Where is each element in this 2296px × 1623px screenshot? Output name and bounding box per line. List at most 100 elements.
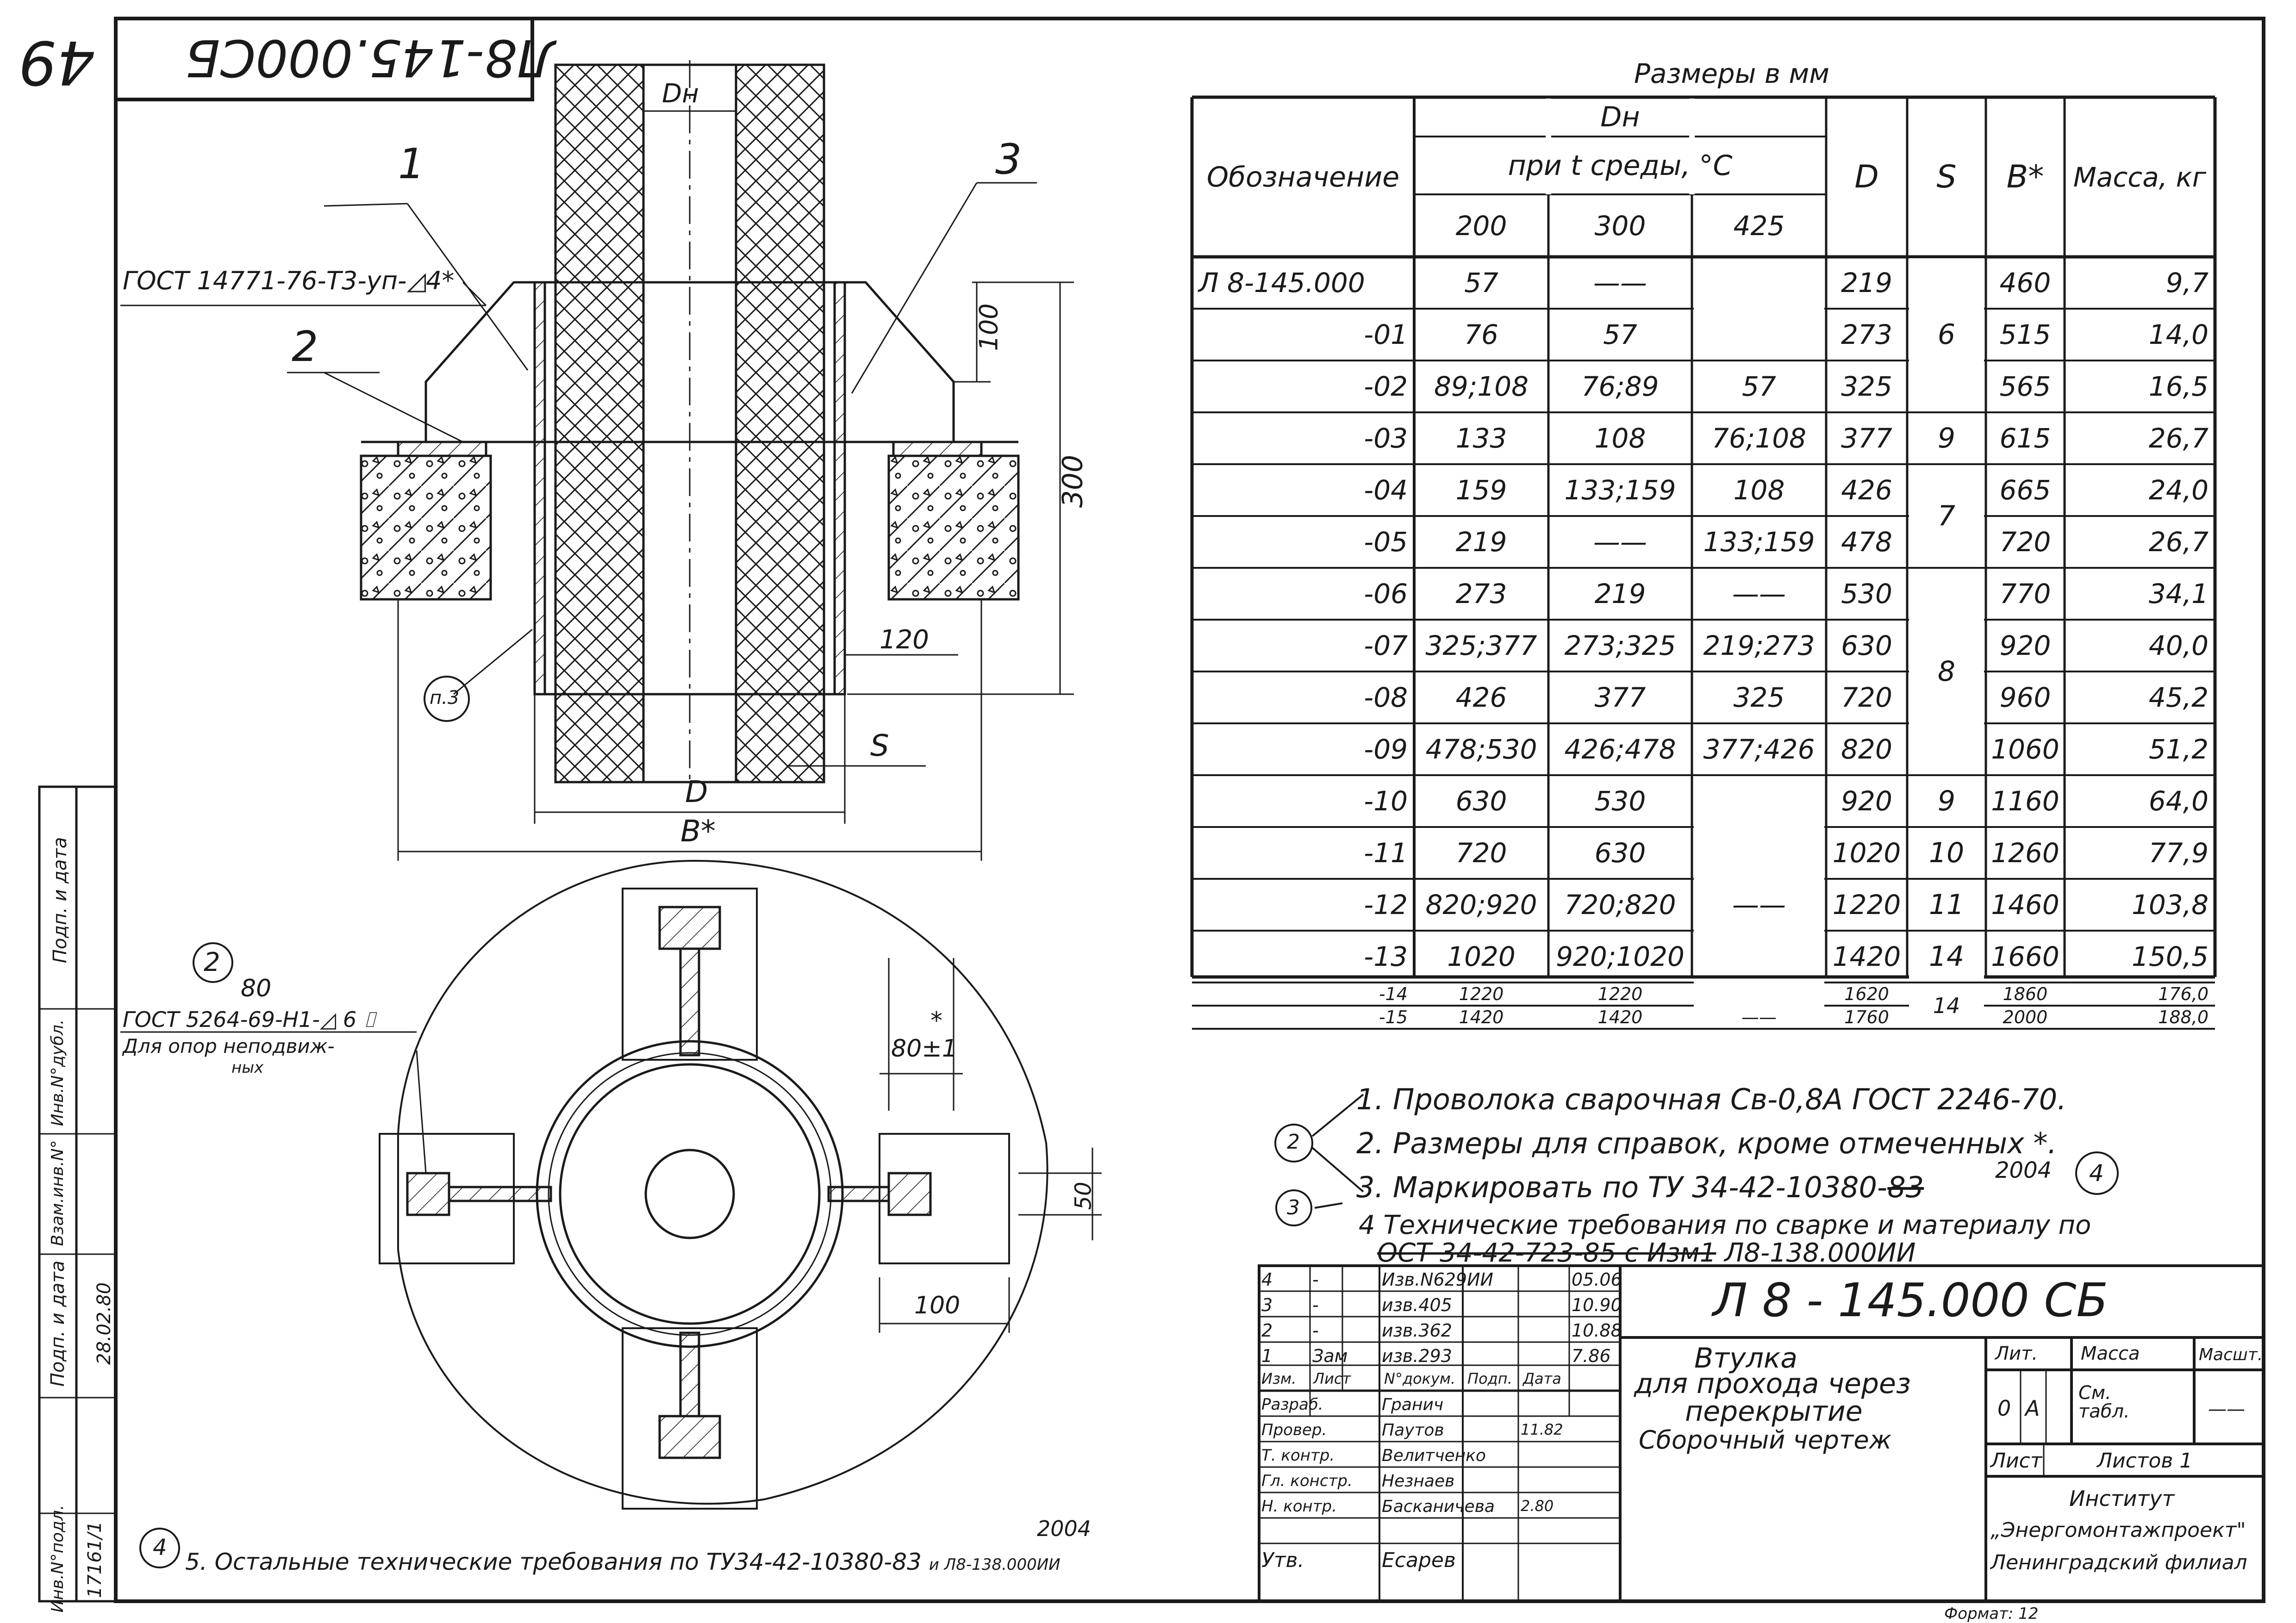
dn425-merge-mask	[1694, 877, 1824, 881]
org-line-1: Институт	[2069, 1486, 2175, 1511]
stamp-field-2: Инв.N°дубл.	[48, 1019, 67, 1126]
org-line-3: Ленинградский филиал	[1990, 1551, 2247, 1574]
s-merge-mask	[1909, 258, 1984, 411]
person-name: Есарев	[1382, 1548, 1456, 1572]
row-dn-200: 219	[1455, 526, 1507, 558]
row-dn-200: 1220	[1459, 984, 1504, 1004]
lit-header: Лит.	[1995, 1343, 2038, 1364]
note-5-year: 2004	[1037, 1516, 1092, 1541]
row-dn-300: 133;159	[1564, 474, 1676, 506]
person-date: 2.80	[1521, 1497, 1554, 1515]
row-mass: 34,1	[2148, 578, 2209, 609]
row-dn-425: 57	[1742, 371, 1776, 402]
note-4b-struck: ОСТ 34-42-723-85 с Изм1	[1377, 1238, 1716, 1268]
change-c: -	[1312, 1320, 1319, 1341]
note-circle-4: 4	[2089, 1160, 2104, 1187]
hdr-list: Лист	[1313, 1370, 1351, 1387]
row-b: 720	[1999, 526, 2051, 558]
s-group-value: 6	[1937, 318, 1956, 351]
row-dn-425: 108	[1733, 474, 1785, 506]
hdr-t200: 200	[1455, 210, 1507, 242]
row-mass: 26,7	[2148, 526, 2209, 558]
row-dn-300: 426;478	[1564, 734, 1676, 765]
code-box	[114, 19, 534, 101]
row-dn-200: 325;377	[1425, 630, 1537, 661]
lit-value-1: 0	[1997, 1396, 2011, 1421]
hdr-date: Дата	[1523, 1370, 1561, 1387]
row-dn-300: 630	[1594, 837, 1646, 869]
s-group-value: 9	[1937, 785, 1956, 817]
row-mass: 40,0	[2148, 630, 2209, 661]
hdr-b: B*	[2006, 159, 2044, 195]
person-role: Утв.	[1261, 1548, 1304, 1572]
row-b: 920	[1999, 630, 2051, 661]
row-dn-200: 57	[1464, 267, 1498, 298]
row-d: 377	[1841, 423, 1892, 454]
row-mass: 14,0	[2148, 319, 2209, 350]
row-dn-200: 1420	[1459, 1007, 1504, 1027]
s-merge-mask	[1909, 777, 1984, 826]
side-stamp-grid	[38, 785, 117, 1603]
note-4b: ОСТ 34-42-723-85 с Изм1 Л8-138.000ИИ	[1377, 1240, 1916, 1266]
stamp-value-4: 28.02.80	[94, 1282, 115, 1365]
row-dn-425	[1692, 309, 1826, 361]
row-d: 219	[1841, 267, 1892, 298]
weld-symbol-plan: ГОСТ 5264-69-Н1-◿ 6 ⌷	[123, 1007, 376, 1032]
plan-dim-50: 50	[1070, 1181, 1097, 1210]
row-dn-300: ——	[1593, 267, 1647, 298]
row-b: 615	[1999, 423, 2051, 454]
s-merge-mask	[1909, 880, 1984, 929]
weld-symbol-section: ГОСТ 14771-76-Т3-уп-◿4*	[123, 266, 455, 295]
note-4b-text: Л8-138.000ИИ	[1724, 1238, 1916, 1268]
row-dn-425: 219;273	[1703, 630, 1815, 661]
person-role: Т. контр.	[1261, 1446, 1335, 1465]
hdr-mass: Масса, кг	[2073, 161, 2207, 193]
dn425-merge-mask	[1694, 1004, 1824, 1007]
note-3-struck: 83	[1887, 1170, 1924, 1204]
row-dn-200: 720	[1455, 837, 1507, 869]
position-2: 2	[292, 323, 318, 371]
s-group-value: 11	[1928, 889, 1965, 921]
note-2: 2. Размеры для справок, кроме отмеченных…	[1356, 1126, 2057, 1160]
s-merge-mask	[1909, 984, 1984, 1027]
change-n: 3	[1261, 1295, 1273, 1315]
change-doc: изв.293	[1382, 1346, 1452, 1366]
row-b: 1860	[2003, 984, 2048, 1004]
row-dn-300: 76;89	[1581, 371, 1659, 402]
row-mass: 64,0	[2148, 785, 2209, 817]
row-b: 1060	[1991, 734, 2059, 765]
note-circle-2: 2	[1287, 1130, 1300, 1154]
person-role: Гл. констр.	[1261, 1472, 1353, 1490]
scale-header: Масшт.	[2199, 1345, 2263, 1364]
row-d: 426	[1841, 474, 1892, 506]
change-doc: изв.362	[1382, 1320, 1452, 1341]
plan-dim-80: 80±1	[891, 1035, 957, 1063]
row-mass: 188,0	[2158, 1007, 2209, 1027]
section-view	[120, 60, 1074, 861]
row-mass: 77,9	[2148, 837, 2209, 869]
row-dn-200: 159	[1455, 474, 1507, 506]
org-line-2: „Энергомонтажпроект"	[1990, 1518, 2246, 1542]
s-merge-mask	[1909, 828, 1984, 877]
row-mass: 176,0	[2158, 984, 2209, 1004]
row-mass: 150,5	[2131, 941, 2209, 972]
change-date: 10.88	[1572, 1320, 1622, 1341]
row-d: 273	[1841, 319, 1892, 350]
row-d: 478	[1841, 526, 1892, 558]
header-mask	[1546, 99, 1551, 194]
row-b: 1260	[1991, 837, 2059, 869]
change-n: 4	[1261, 1269, 1273, 1290]
hdr-doc: N°докум.	[1384, 1370, 1456, 1387]
person-name: Незнаев	[1382, 1472, 1455, 1491]
row-mass: 45,2	[2148, 682, 2209, 713]
s-group-value: 8	[1937, 655, 1956, 688]
note-3: 3. Маркировать по ТУ 34-42-10380-83	[1356, 1173, 1924, 1202]
row-dn-200: 478;530	[1425, 734, 1537, 765]
row-designation: -05	[1364, 526, 1408, 558]
s-group-value: 7	[1937, 500, 1956, 532]
part-name-4: Сборочный чертеж	[1639, 1425, 1892, 1455]
row-designation: -03	[1364, 423, 1408, 454]
person-date: 11.82	[1521, 1421, 1563, 1438]
size-table-grid	[1190, 95, 2217, 1030]
hdr-t425: 425	[1733, 210, 1785, 242]
